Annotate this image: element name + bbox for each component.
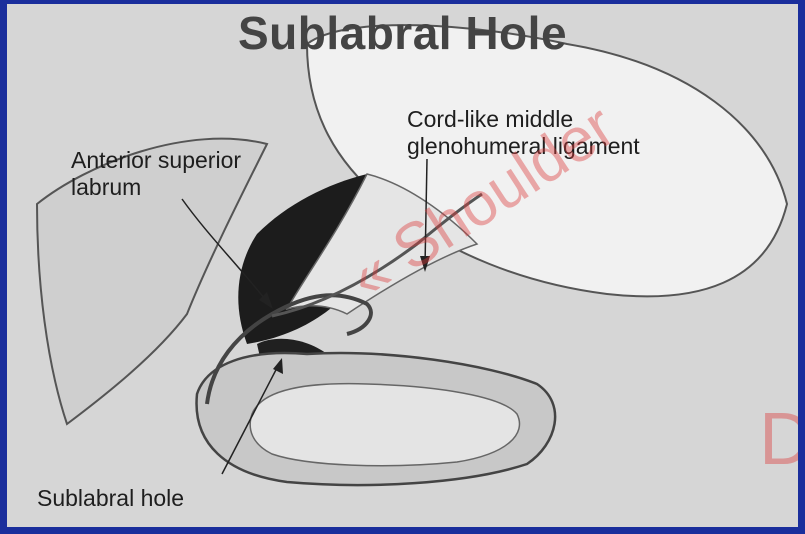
illustration-panel: Sublabral Hole Cord-like middle glenohum… [7,4,798,527]
label-labrum-line2: labrum [71,174,241,201]
page-title: Sublabral Hole [7,6,798,60]
label-labrum-line1: Anterior superior [71,147,241,174]
glenoid-face [250,384,519,466]
label-anterior-superior-labrum: Anterior superior labrum [71,147,241,201]
watermark-letter: D [759,396,798,481]
label-sublabral-hole: Sublabral hole [37,485,184,512]
